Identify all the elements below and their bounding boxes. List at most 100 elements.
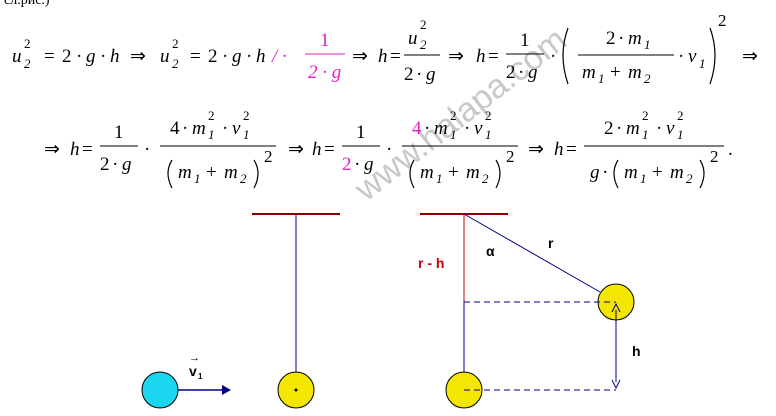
dot: · <box>144 139 150 160</box>
implies-arrow: ⇒ <box>352 46 368 67</box>
num-2: 2 <box>404 64 414 85</box>
dot: · <box>112 154 118 175</box>
eq-sign: = <box>390 46 401 67</box>
dot: · <box>222 118 228 139</box>
dot: · <box>416 64 422 85</box>
plus: + <box>206 162 217 183</box>
num-4-highlight: 4 <box>412 118 422 139</box>
eq-sign: = <box>44 46 55 67</box>
var-u: u <box>12 46 22 67</box>
sub-1: 1 <box>598 71 605 86</box>
var-u: u <box>160 46 170 67</box>
sub-1: 1 <box>208 127 215 142</box>
num-2: 2 <box>208 46 218 67</box>
dot: · <box>76 46 82 67</box>
implies-arrow: ⇒ <box>130 46 146 67</box>
dot: · <box>618 28 624 49</box>
label-v: v <box>189 363 197 379</box>
num-2: 2 <box>506 62 516 83</box>
var-m: m <box>224 162 238 183</box>
sub-1: 1 <box>485 127 492 142</box>
sub-2: 2 <box>644 71 651 86</box>
num-2: 2 <box>606 28 616 49</box>
dot: · <box>678 46 684 67</box>
var-g: g <box>426 64 436 85</box>
frac-num-1: 1 <box>520 30 530 51</box>
dot: · <box>518 62 524 83</box>
sub-1: 1 <box>699 56 706 71</box>
sup-2: 2 <box>718 11 727 30</box>
label-r: r <box>548 235 554 251</box>
sub-1: 1 <box>450 127 457 142</box>
var-m: m <box>626 118 640 139</box>
num-2: 2 <box>62 46 72 67</box>
num-2: 2 <box>604 118 614 139</box>
var-h: h <box>554 139 564 160</box>
sub-2: 2 <box>172 56 179 71</box>
right-paren <box>253 159 259 189</box>
sub-2: 2 <box>420 37 427 52</box>
arrow-icon <box>222 385 231 395</box>
sub-2: 2 <box>240 171 247 186</box>
sup-2: 2 <box>677 108 684 123</box>
right-paren <box>495 159 501 189</box>
var-m: m <box>628 28 642 49</box>
sub-1: 1 <box>644 37 651 52</box>
implies-arrow: ⇒ <box>448 46 464 67</box>
sub-2: 2 <box>24 56 31 71</box>
implies-arrow: ⇒ <box>528 139 544 160</box>
var-m: m <box>466 162 480 183</box>
dot: · <box>602 162 608 183</box>
ball-center-dot <box>294 388 298 392</box>
sup-2: 2 <box>420 17 427 32</box>
var-m: m <box>178 162 192 183</box>
var-v: v <box>474 118 483 139</box>
equation-line-1: u 2 2 = 2 · g · h ⇒ u 2 2 = 2 · g · h / … <box>12 11 758 86</box>
pendulum-figure: → v 1 r - h α r h <box>141 213 641 409</box>
dot: · <box>182 118 188 139</box>
plus: + <box>652 162 663 183</box>
dot: · <box>616 118 622 139</box>
var-m: m <box>192 118 206 139</box>
plus: + <box>448 162 459 183</box>
var-v: v <box>666 118 675 139</box>
sup-2: 2 <box>485 108 492 123</box>
label-r-minus-h: r - h <box>418 255 444 271</box>
var-g: g <box>528 62 538 83</box>
sup-2: 2 <box>172 36 179 51</box>
var-m: m <box>434 118 448 139</box>
var-m: m <box>420 162 434 183</box>
var-h: h <box>70 139 80 160</box>
dot: · <box>424 118 430 139</box>
eq-sign: = <box>82 139 93 160</box>
dot: · <box>100 46 106 67</box>
implies-arrow: ⇒ <box>742 46 758 67</box>
sub-1: 1 <box>677 127 684 142</box>
sub-2: 2 <box>482 171 489 186</box>
dot: · <box>550 46 556 67</box>
frac-num-1: 1 <box>356 122 366 143</box>
var-g: g <box>232 46 242 67</box>
sub-1: 1 <box>436 171 443 186</box>
var-h: h <box>378 46 388 67</box>
implies-arrow: ⇒ <box>44 139 60 160</box>
sup-2: 2 <box>208 108 215 123</box>
sub-1: 1 <box>640 171 647 186</box>
frac-den-2g: 2 · g <box>308 62 341 83</box>
sub-2: 2 <box>686 171 693 186</box>
label-v-sub: 1 <box>198 372 203 381</box>
dot: · <box>464 118 470 139</box>
dot: · <box>222 46 228 67</box>
var-m: m <box>670 162 684 183</box>
implies-arrow: ⇒ <box>288 139 304 160</box>
sup-2: 2 <box>710 147 719 166</box>
var-g: g <box>364 154 374 175</box>
header-fragment: сл.рис.) <box>4 0 50 8</box>
num-2: 2 <box>100 154 110 175</box>
plus: + <box>610 62 621 83</box>
eq-sign: = <box>488 46 499 67</box>
sup-2: 2 <box>24 36 31 51</box>
dot: · <box>246 46 252 67</box>
string-deflected <box>463 213 601 293</box>
frac-num-1: 1 <box>114 122 124 143</box>
